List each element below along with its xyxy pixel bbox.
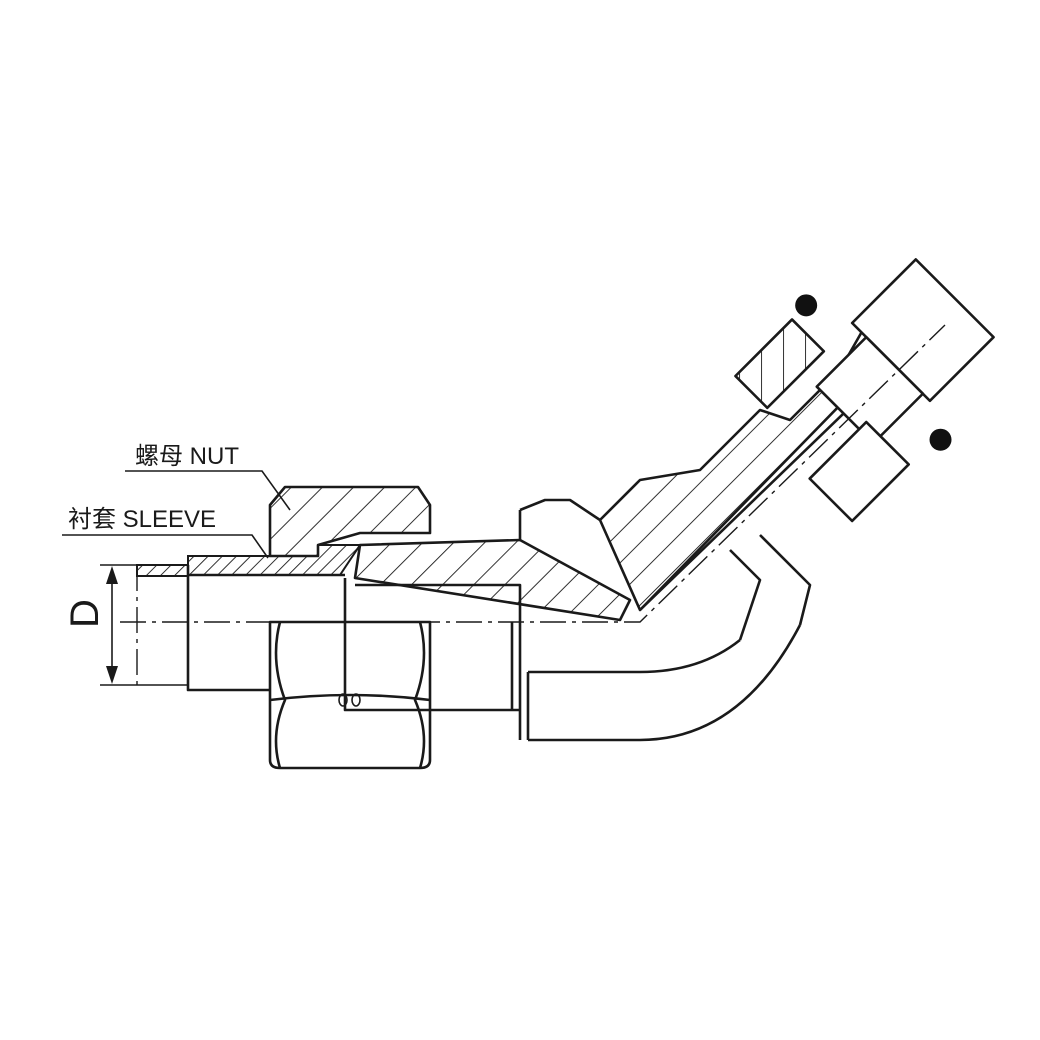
- port-end: [734, 258, 995, 523]
- centerline: [120, 324, 946, 623]
- nut-section: [268, 485, 432, 558]
- nut-leader-line: [125, 470, 291, 511]
- o-ring-upper: [795, 294, 818, 317]
- nut-hex: [268, 620, 432, 770]
- sleeve-leader-line: [62, 534, 269, 559]
- body: [343, 498, 632, 740]
- sleeve-label: 衬套 SLEEVE: [68, 506, 216, 533]
- lock-nut-section: [734, 318, 826, 410]
- diameter-dimension: D: [63, 564, 188, 686]
- lock-nut: [808, 420, 911, 523]
- o-ring-lower: [929, 428, 952, 451]
- dimension-d-label: D: [63, 599, 107, 628]
- nut-label: 螺母 NUT: [135, 443, 239, 470]
